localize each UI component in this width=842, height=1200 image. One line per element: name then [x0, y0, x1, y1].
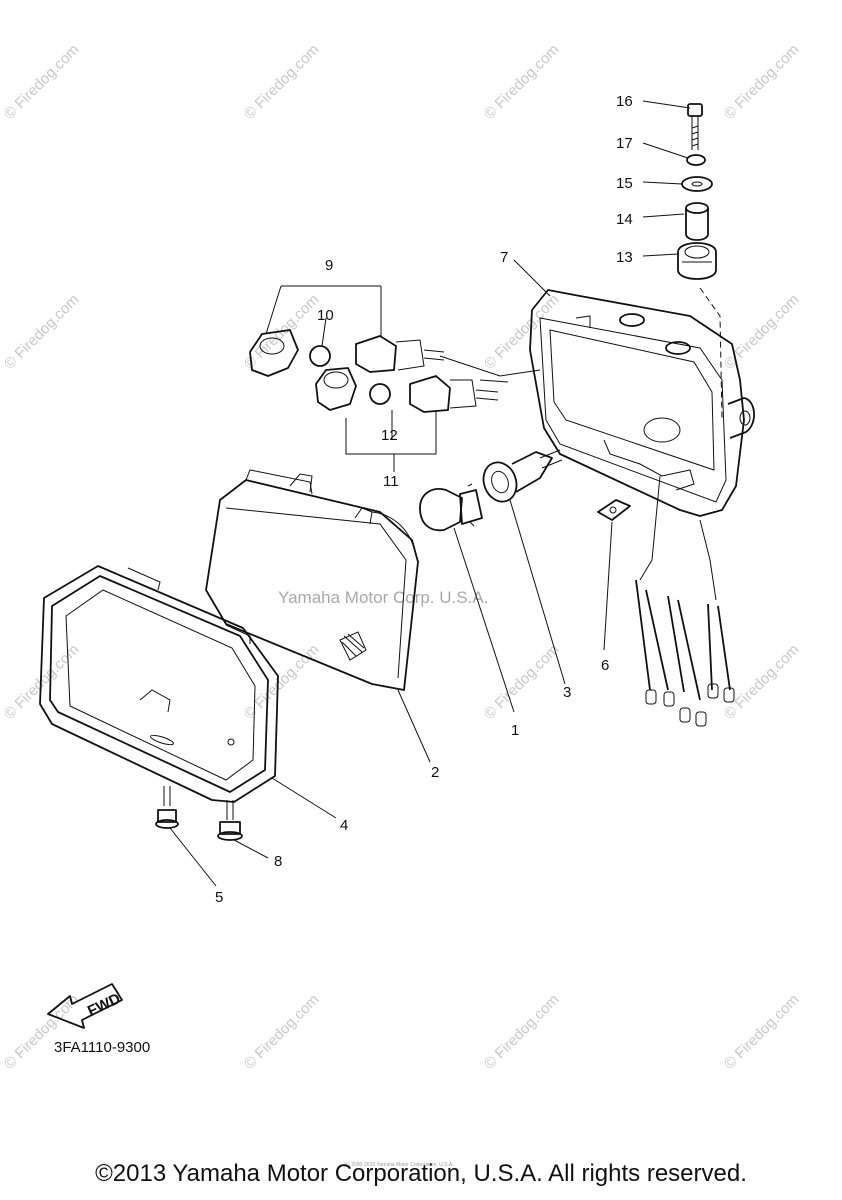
position-lamp-assemblies [249, 329, 541, 413]
clip-nut [597, 499, 631, 521]
callout-10: 10 [317, 307, 334, 324]
mount-hardware [677, 103, 723, 421]
wire-leads [603, 439, 735, 727]
watermark-text: © Firedog.com [721, 991, 803, 1073]
headlight-unit [205, 469, 419, 691]
watermark-text: © Firedog.com [721, 41, 803, 123]
watermark-text: © Firedog.com [1, 291, 83, 373]
callout-4: 4 [340, 817, 348, 834]
callout-7: 7 [500, 249, 508, 266]
callout-13: 13 [616, 249, 633, 266]
watermark-text: © Firedog.com [1, 41, 83, 123]
watermark-text: © Firedog.com [721, 291, 803, 373]
center-watermark: Yamaha Motor Corp. U.S.A. [278, 588, 488, 607]
callout-9: 9 [325, 257, 333, 274]
headlight-rim [39, 565, 279, 803]
callout-numbers: 1 2 3 4 5 6 7 8 9 10 11 12 13 14 15 16 1… [215, 93, 633, 906]
callout-16: 16 [616, 93, 633, 110]
watermark-text: © Firedog.com [241, 41, 323, 123]
callout-8: 8 [274, 853, 282, 870]
watermark-layer: © Firedog.com © Firedog.com © Firedog.co… [1, 41, 803, 1073]
callout-15: 15 [616, 175, 633, 192]
watermark-text: © Firedog.com [721, 641, 803, 723]
callout-2: 2 [431, 764, 439, 781]
drawing-code: 3FA1110-9300 [54, 1039, 150, 1056]
socket [482, 449, 563, 503]
small-copyright-note: (c) 2000-2015 Yamaha Motor Corporation, … [344, 1162, 454, 1168]
callout-14: 14 [616, 211, 633, 228]
callout-6: 6 [601, 657, 609, 674]
callout-5: 5 [215, 889, 223, 906]
callout-17: 17 [616, 135, 633, 152]
watermark-text: © Firedog.com [481, 41, 563, 123]
copyright-footer: ©2013 Yamaha Motor Corporation, U.S.A. A… [95, 1160, 747, 1187]
leader-lines [169, 100, 691, 887]
callout-11: 11 [383, 473, 399, 490]
watermark-text: © Firedog.com [241, 991, 323, 1073]
mounting-bolts [155, 786, 243, 841]
callout-1: 1 [511, 722, 519, 739]
watermark-text: © Firedog.com [481, 641, 563, 723]
headlight-housing [529, 289, 755, 517]
bulb [419, 483, 483, 532]
callout-12: 12 [381, 427, 398, 444]
watermark-text: © Firedog.com [1, 991, 83, 1073]
callout-3: 3 [563, 684, 571, 701]
watermark-text: © Firedog.com [481, 991, 563, 1073]
